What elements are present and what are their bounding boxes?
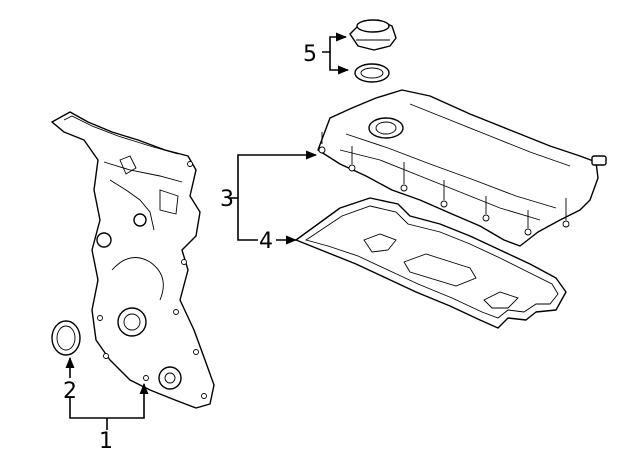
callout-number-2: 2 xyxy=(63,379,77,404)
valve-cover xyxy=(317,89,607,247)
callout-number-5: 5 xyxy=(303,42,317,67)
callout-number-1: 1 xyxy=(99,429,113,454)
callout-number-4: 4 xyxy=(259,229,273,254)
callout-number-3: 3 xyxy=(220,187,234,212)
oil-filler-cap xyxy=(349,19,397,51)
filler-cap-seal xyxy=(354,63,390,83)
valve-cover-gasket xyxy=(295,197,567,329)
callout-leader-5 xyxy=(322,32,350,75)
timing-cover xyxy=(51,111,215,409)
cover-seal xyxy=(51,320,81,356)
callout-leader-1 xyxy=(69,382,149,430)
callout-leader-3 xyxy=(228,150,318,241)
